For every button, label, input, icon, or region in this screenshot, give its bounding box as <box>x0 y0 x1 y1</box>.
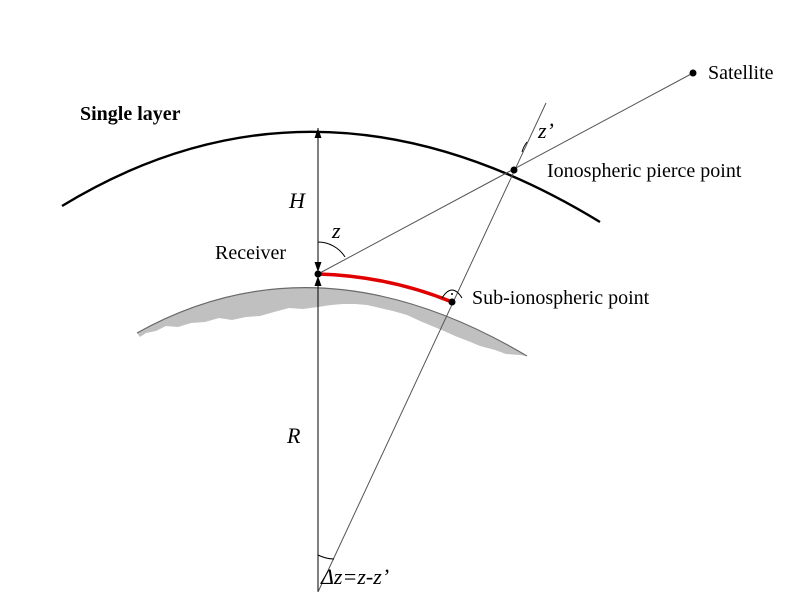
ground-arc-highlight <box>317 272 453 304</box>
z-prime-label: z’ <box>537 118 554 143</box>
pierce-point <box>510 166 518 174</box>
earth-surface <box>137 287 527 356</box>
satellite-point <box>689 69 697 77</box>
sub-ionospheric-label: Sub-ionospheric point <box>472 287 650 309</box>
z-label: z <box>331 218 341 243</box>
single-layer-label: Single layer <box>80 103 181 125</box>
right-angle-marker <box>441 289 463 299</box>
R-arrowhead <box>314 276 322 286</box>
angle-deltaz-arc <box>317 554 335 560</box>
H-bottom-arrowhead <box>314 262 322 272</box>
satellite-label: Satellite <box>708 62 774 84</box>
angle-zprime-arc <box>521 141 528 153</box>
earth-surface-edge <box>136 287 528 357</box>
center-pierce-line <box>317 102 547 593</box>
receiver-point <box>314 270 322 278</box>
angle-z-arc <box>317 241 346 258</box>
R-label: R <box>286 423 301 448</box>
sub-ionospheric-point <box>448 298 456 306</box>
H-top-arrowhead <box>314 128 322 138</box>
receiver-label: Receiver <box>215 242 286 264</box>
single-layer-arc <box>61 130 601 224</box>
delta-z-label: Δz=z-z’ <box>320 564 389 589</box>
H-label: H <box>288 188 306 213</box>
pierce-point-label: Ionospheric pierce point <box>547 160 742 182</box>
line-of-sight <box>317 72 694 275</box>
right-angle-dot <box>451 293 453 295</box>
